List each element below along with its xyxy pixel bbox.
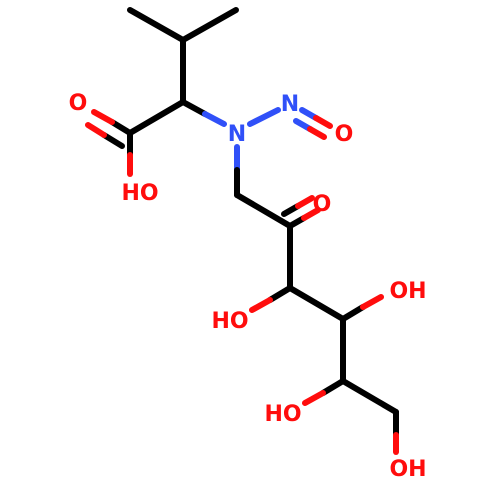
bond-c5-oh-red bbox=[302, 390, 326, 406]
amine-nitrogen-label: N bbox=[228, 122, 246, 147]
bond-c4-oh-red bbox=[360, 294, 384, 310]
bond-carboxyl-double-a-red bbox=[91, 109, 115, 125]
bond-carboxyl-double-a bbox=[109, 119, 133, 136]
nitroso-nitrogen-label: N bbox=[281, 92, 299, 117]
c3-hydroxyl-label: HO bbox=[211, 309, 248, 334]
bond-methyl-right bbox=[180, 7, 239, 43]
c4-hydroxyl-label: OH bbox=[389, 279, 426, 304]
ketone-oxygen-label: O bbox=[313, 192, 332, 217]
bond-c4-oh bbox=[340, 304, 366, 322]
bond-ketone-a-red bbox=[301, 207, 321, 221]
bond-alpha-n bbox=[180, 99, 208, 117]
bond-c5-c6 bbox=[340, 378, 399, 415]
bond-carboxyl-double-b-red bbox=[85, 122, 107, 138]
bond-methyl-left bbox=[127, 7, 186, 43]
bond-n-o-a-red bbox=[313, 115, 333, 129]
c6-hydroxyl-label: OH bbox=[389, 457, 426, 482]
nitroso-oxygen-label: O bbox=[335, 122, 354, 147]
bond-ketone-b-red bbox=[295, 195, 315, 209]
bond-alpha-n-blue bbox=[202, 111, 227, 127]
carbonyl-oxygen-label: O bbox=[69, 91, 88, 116]
bond-ch2-ketone bbox=[234, 192, 293, 229]
bond-c3-oh-red bbox=[249, 297, 273, 313]
bond-n-n bbox=[247, 107, 281, 127]
bond-alpha-carboxyl bbox=[127, 99, 186, 136]
carboxyl-hydroxyl-label: HO bbox=[121, 181, 158, 206]
c5-hydroxyl-label: HO bbox=[264, 402, 301, 427]
bond-c3-oh bbox=[267, 285, 293, 303]
bond-c3-c4 bbox=[287, 285, 346, 322]
bond-n-o-b-red bbox=[307, 126, 327, 140]
bond-c5-oh bbox=[320, 378, 346, 396]
bond-carboxyl-double-b bbox=[101, 132, 125, 149]
